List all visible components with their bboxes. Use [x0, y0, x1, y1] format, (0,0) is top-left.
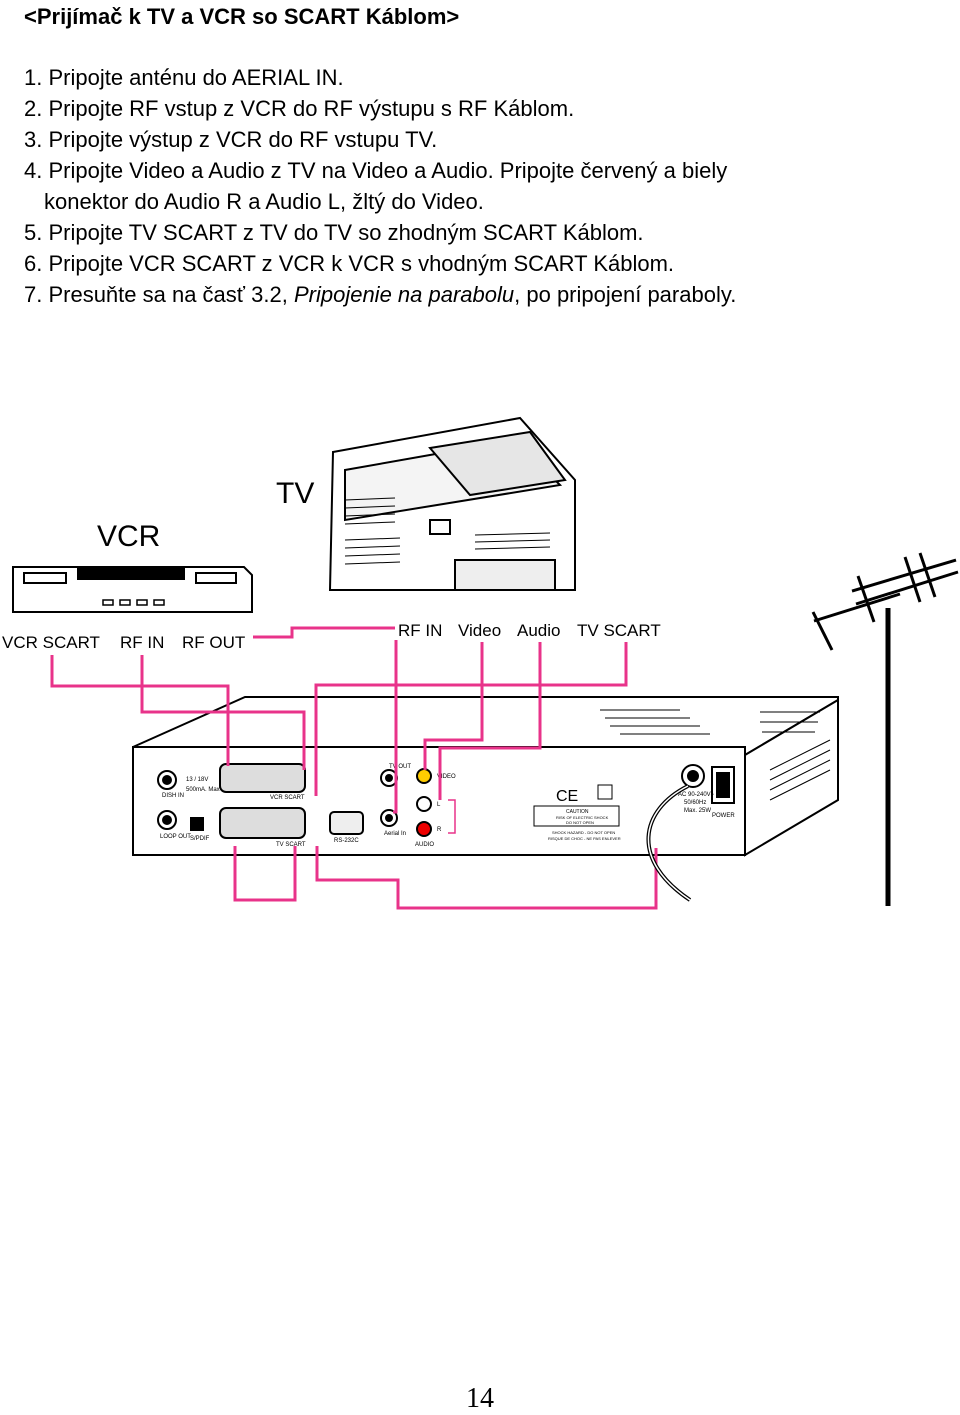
tv-video-label: Video — [458, 621, 501, 640]
loop-out-label: LOOP OUT — [160, 834, 191, 840]
panel-tv-scart-label: TV SCART — [276, 842, 306, 848]
caution-line-2: DO NOT OPEN — [566, 820, 594, 825]
step-7: 7. Presuňte sa na časť 3.2, Pripojenie n… — [24, 279, 736, 310]
aerial-in-label: Aerial In — [384, 831, 406, 837]
power-cord-inner — [647, 785, 691, 901]
step-1-text: 1. Pripojte anténu do AERIAL IN. — [24, 65, 344, 90]
step-4-continuation: konektor do Audio R a Audio L, žltý do V… — [44, 189, 484, 214]
step-7-section-link: Pripojenie na parabolu — [293, 282, 515, 307]
step-4: 4. Pripojte Video a Audio z TV na Video … — [24, 155, 736, 217]
step-6: 6. Pripojte VCR SCART z VCR k VCR s vhod… — [24, 248, 736, 279]
step-1: 1. Pripojte anténu do AERIAL IN. — [24, 62, 736, 93]
power-label: POWER — [712, 813, 735, 819]
tv-label: TV — [276, 477, 314, 510]
caution-line-1: RISK OF ELECTRIC SHOCK — [556, 815, 609, 820]
tv-scart-label: TV SCART — [577, 621, 661, 640]
vcr-illustration — [12, 566, 253, 613]
cable-tv-scart-out — [233, 846, 297, 902]
vcr-scart-label: VCR SCART — [2, 633, 100, 652]
shock-warning-line-1: SHOCK HAZARD - DO NOT OPEN — [552, 830, 615, 835]
step-5-text: 5. Pripojte TV SCART z TV do TV so zhodn… — [24, 220, 644, 245]
receiver-panel-labels: DISH IN 13 / 18V 500mA. Max LOOP OUT S/P… — [160, 764, 735, 848]
cable-vcr-scart — [50, 655, 230, 766]
tv-illustration — [328, 416, 576, 591]
audio-out-label: AUDIO — [415, 842, 434, 848]
step-2-text: 2. Pripojte RF vstup z VCR do RF výstupu… — [24, 96, 575, 121]
caution-title: CAUTION — [566, 809, 589, 815]
panel-vcr-scart-label: VCR SCART — [270, 795, 305, 801]
receiver-illustration — [132, 696, 839, 857]
rs232-label: RS-232C — [334, 838, 359, 844]
lnb-current-label: 500mA. Max — [186, 787, 220, 793]
step-7-text-end: , po pripojení paraboly. — [514, 282, 737, 307]
step-3-text: 3. Pripojte výstup z VCR do RF vstupu TV… — [24, 127, 438, 152]
dish-in-label: DISH IN — [162, 793, 184, 799]
spdif-label: S/PDIF — [190, 836, 210, 842]
step-5: 5. Pripojte TV SCART z TV do TV so zhodn… — [24, 217, 736, 248]
cable-tv-audio — [438, 642, 542, 800]
vcr-label: VCR — [97, 520, 160, 553]
ac-rating-line-1: AC 90-240V~ — [678, 792, 715, 798]
instruction-steps: 1. Pripojte anténu do AERIAL IN. 2. Prip… — [24, 62, 736, 310]
video-out-label: VIDEO — [437, 774, 456, 780]
lnb-power-label: 13 / 18V — [186, 777, 208, 783]
cable-vcr-rf-out — [253, 626, 395, 639]
step-4-text: 4. Pripojte Video a Audio z TV na Video … — [24, 158, 728, 183]
step-3: 3. Pripojte výstup z VCR do RF vstupu TV… — [24, 124, 736, 155]
connection-cables — [50, 626, 658, 910]
step-2: 2. Pripojte RF vstup z VCR do RF výstupu… — [24, 93, 736, 124]
antenna-illustration — [811, 552, 959, 906]
step-7-text-start: 7. Presuňte sa na časť 3.2, — [24, 282, 294, 307]
tv-out-label: TV OUT — [389, 764, 411, 770]
vcr-rf-in-label: RF IN — [120, 633, 164, 652]
audio-l-label: L — [437, 802, 441, 808]
page-number: 14 — [466, 1383, 494, 1414]
ce-mark: CE — [556, 788, 578, 805]
cable-tv-video — [423, 642, 484, 770]
document-title: <Prijímač k TV a VCR so SCART Káblom> — [24, 4, 460, 29]
cable-rs232 — [315, 846, 658, 910]
ac-rating-line-3: Max. 25W — [684, 808, 711, 814]
audio-r-label: R — [437, 827, 442, 833]
cable-tv-scart — [314, 642, 628, 796]
step-6-text: 6. Pripojte VCR SCART z VCR k VCR s vhod… — [24, 251, 675, 276]
connection-diagram: TV VCR VCR SCART RF IN RF OUT RF IN Vide… — [2, 416, 959, 910]
cable-tv-rf-in — [393, 640, 398, 814]
cable-audio-link — [448, 799, 456, 834]
cable-vcr-rf-in — [140, 655, 306, 770]
vcr-rf-out-label: RF OUT — [182, 633, 245, 652]
tv-audio-label: Audio — [517, 621, 560, 640]
ac-rating-line-2: 50/60Hz — [684, 800, 706, 806]
shock-warning-line-2: RISQUE DE CHOC - NE PAS ENLEVER — [548, 836, 621, 841]
tv-rf-in-label: RF IN — [398, 621, 442, 640]
